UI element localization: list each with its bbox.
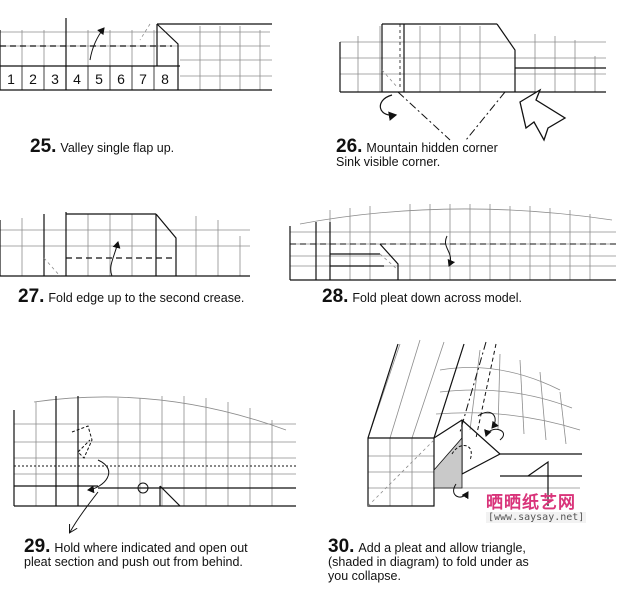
step-number: 27. bbox=[18, 286, 45, 307]
step-number: 30. bbox=[328, 536, 355, 557]
diagram-step-28 bbox=[289, 204, 616, 281]
step-text: pleat section and push out from behind. bbox=[24, 555, 243, 569]
ruler-label: 2 bbox=[29, 71, 37, 87]
ruler-label: 6 bbox=[117, 71, 125, 87]
watermark-url: [www.saysay.net] bbox=[486, 512, 587, 523]
ruler-label: 1 bbox=[7, 71, 15, 87]
step-number: 26. bbox=[336, 136, 363, 157]
ruler-label: 8 bbox=[161, 71, 169, 87]
diagram-step-29 bbox=[13, 396, 296, 532]
step-text: Add a pleat and allow triangle, bbox=[358, 541, 526, 555]
ruler-label: 7 bbox=[139, 71, 147, 87]
ruler-label: 5 bbox=[95, 71, 103, 87]
step-text: Mountain hidden corner bbox=[366, 141, 498, 155]
watermark-brand: 晒晒纸艺网 bbox=[486, 493, 576, 513]
step-text: Valley single flap up. bbox=[60, 141, 175, 155]
diagram-step-25: 1 2 3 4 5 6 7 8 bbox=[0, 18, 272, 91]
diagram-step-27 bbox=[0, 212, 250, 277]
diagram-step-30 bbox=[367, 339, 582, 507]
step-29-caption: 29.Hold where indicated and open out ple… bbox=[24, 537, 248, 569]
ruler-label: 4 bbox=[73, 71, 81, 87]
step-text: (shaded in diagram) to fold under as bbox=[328, 555, 529, 569]
step-28-caption: 28.Fold pleat down across model. bbox=[322, 287, 522, 306]
fold-ruler: 1 2 3 4 5 6 7 8 bbox=[7, 71, 169, 87]
step-number: 28. bbox=[322, 286, 349, 307]
step-26-caption: 26.Mountain hidden corner Sink visible c… bbox=[336, 137, 498, 169]
step-number: 29. bbox=[24, 536, 51, 557]
step-text: you collapse. bbox=[328, 569, 401, 583]
step-text: Hold where indicated and open out bbox=[54, 541, 248, 555]
step-30-caption: 30.Add a pleat and allow triangle, (shad… bbox=[328, 537, 529, 583]
step-text: Sink visible corner. bbox=[336, 155, 441, 169]
step-text: Fold pleat down across model. bbox=[352, 291, 522, 305]
step-number: 25. bbox=[30, 136, 57, 157]
step-27-caption: 27.Fold edge up to the second crease. bbox=[18, 287, 245, 306]
diagram-step-26 bbox=[339, 23, 606, 142]
step-text: Fold edge up to the second crease. bbox=[48, 291, 245, 305]
step-25-caption: 25.Valley single flap up. bbox=[30, 137, 175, 156]
ruler-label: 3 bbox=[51, 71, 59, 87]
